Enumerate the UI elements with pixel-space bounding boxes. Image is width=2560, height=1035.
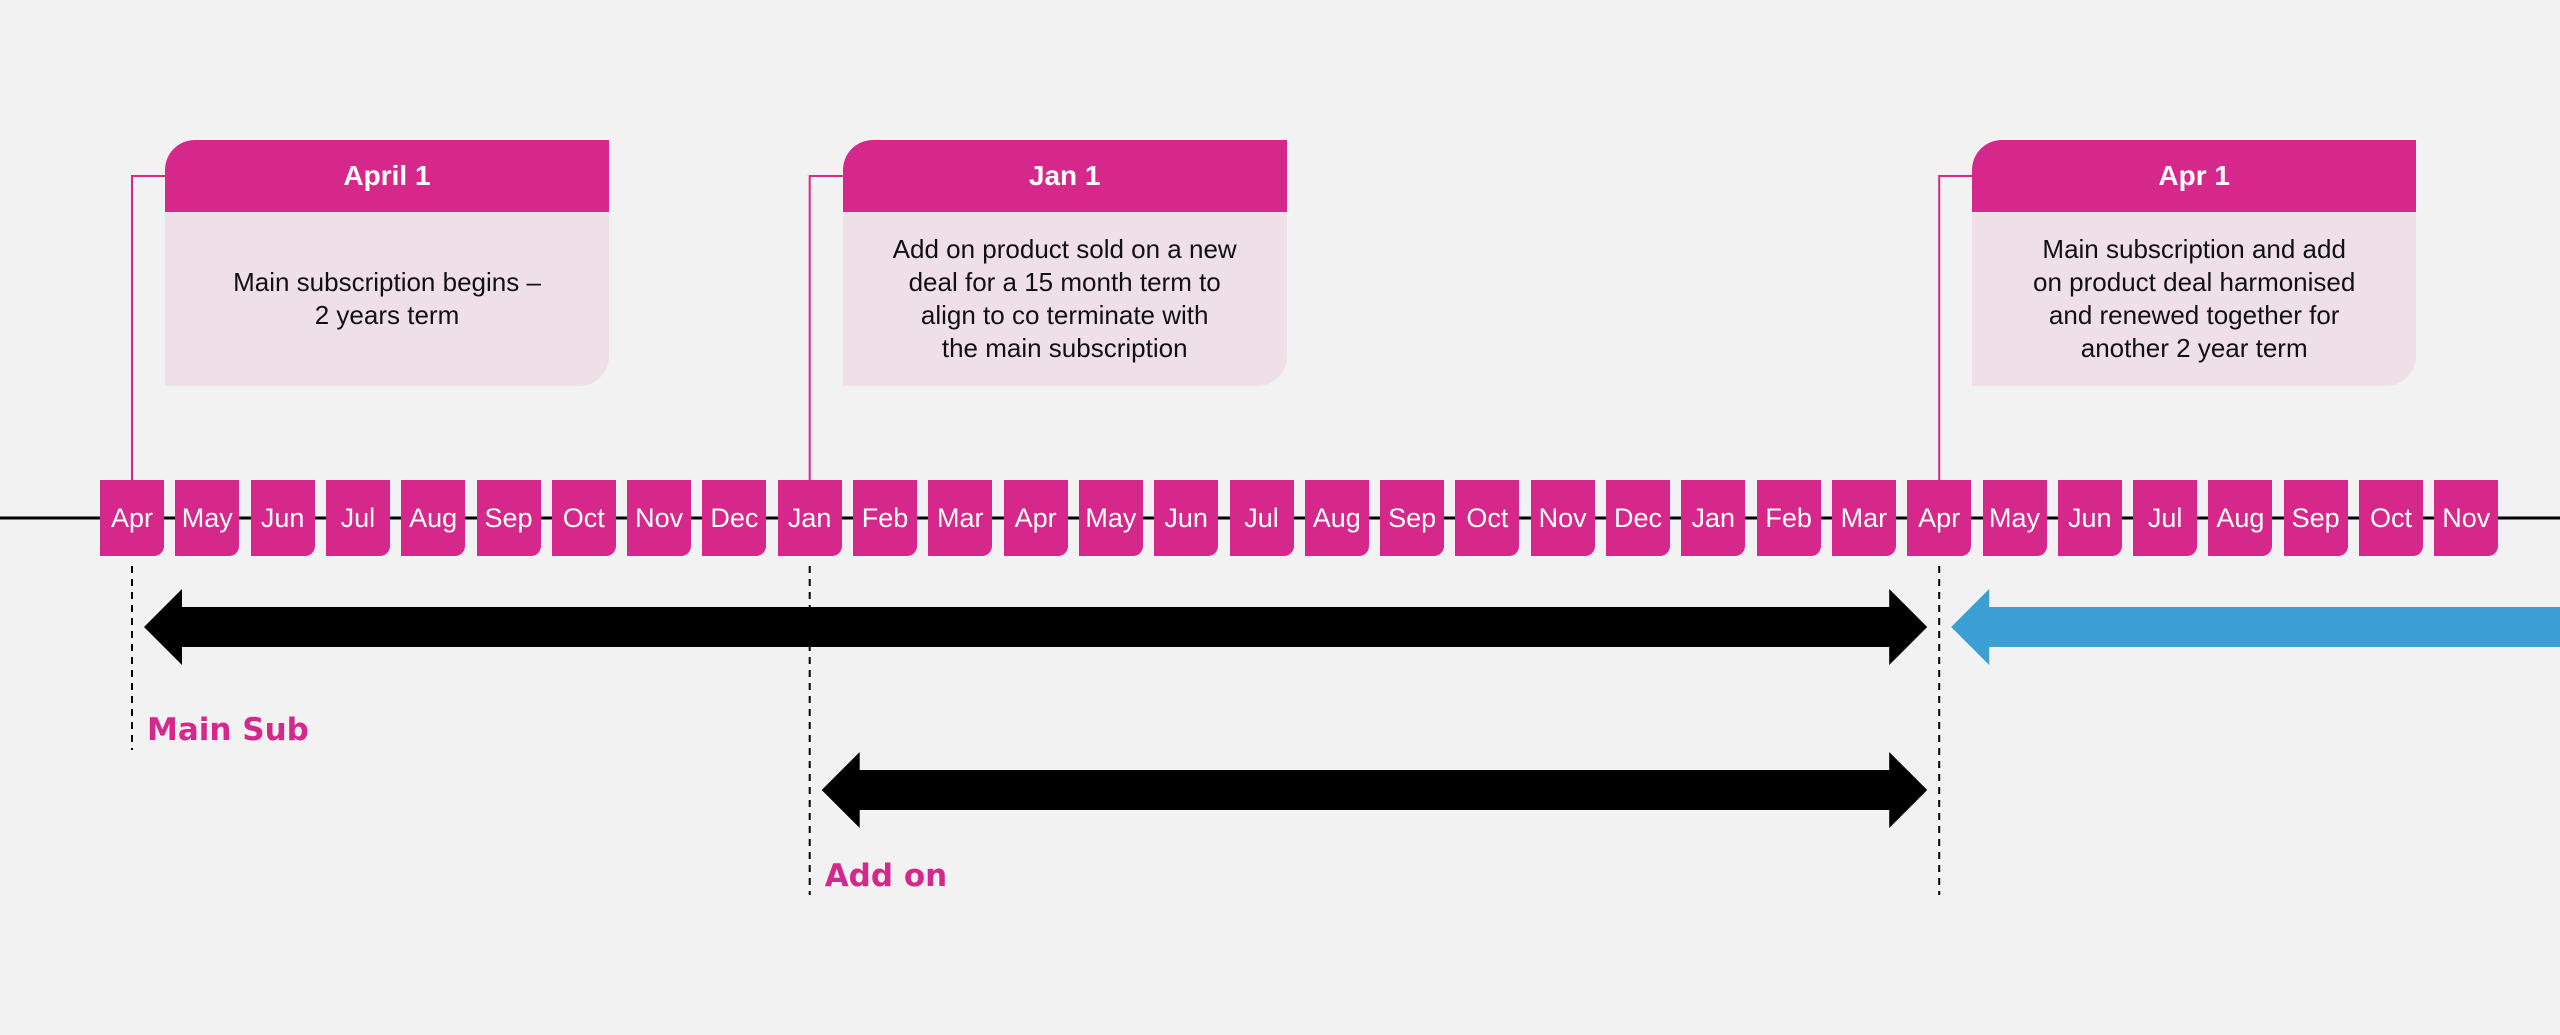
callout-body: Main subscription begins – 2 years term <box>165 212 609 386</box>
month-box: May <box>175 480 240 556</box>
month-box: Dec <box>702 480 767 556</box>
month-box: Jul <box>2133 480 2198 556</box>
month-box: Feb <box>1756 480 1821 556</box>
month-box: Feb <box>853 480 917 556</box>
month-box: Nov <box>2434 480 2499 556</box>
callout-text-line: and renewed together for <box>2048 300 2340 330</box>
month-box: Jan <box>777 480 842 556</box>
renewal-period-arrow <box>1951 589 2560 665</box>
month-box: Mar <box>1831 480 1896 556</box>
month-box: Nov <box>627 480 692 556</box>
callout-jan-1: Jan 1 Add on product sold on a new deal … <box>842 140 1287 386</box>
callout-apr-1: Apr 1 Main subscription and add on produ… <box>1972 140 2417 386</box>
month-box: Jan <box>1681 480 1746 556</box>
month-box: Jul <box>1229 480 1294 556</box>
month-box: May <box>1982 480 2047 556</box>
callout-connector <box>131 175 165 480</box>
main-sub-label: Main Sub <box>147 712 309 748</box>
month-box: Dec <box>1606 480 1670 556</box>
month-box: Nov <box>1530 480 1595 556</box>
callout-connector <box>808 175 843 480</box>
month-box: Mar <box>928 480 993 556</box>
callout-title: Apr 1 <box>1972 140 2417 212</box>
month-box: Sep <box>476 480 541 556</box>
callout-text-line: Add on product sold on a new <box>892 234 1237 264</box>
callout-connector <box>1938 175 1973 480</box>
month-box: Jun <box>2057 480 2122 556</box>
month-box: Aug <box>401 480 466 556</box>
month-box: Sep <box>1380 480 1445 556</box>
month-box: Apr <box>100 480 164 556</box>
callout-text-line: 2 years term <box>314 300 460 330</box>
add-on-label: Add on <box>824 858 948 894</box>
month-box: Oct <box>1455 480 1520 556</box>
month-box: May <box>1078 480 1143 556</box>
callout-title: Jan 1 <box>842 140 1287 212</box>
callout-text-line: deal for a 15 month term to <box>908 267 1221 297</box>
callout-text-line: the main subscription <box>941 333 1188 363</box>
month-box: Apr <box>1907 480 1972 556</box>
month-box: Jul <box>325 480 390 556</box>
callout-text-line: on product deal harmonised <box>2033 267 2356 297</box>
callout-text-line: Main subscription begins – <box>233 267 541 297</box>
period-arrow-add-on <box>821 752 1928 828</box>
callout-text-line: another 2 year term <box>2080 333 2308 363</box>
month-box: Oct <box>551 480 616 556</box>
callout-title: April 1 <box>165 140 609 212</box>
callout-text-line: align to co terminate with <box>920 300 1209 330</box>
month-box: Jun <box>250 480 315 556</box>
callout-text-line: Main subscription and add <box>2042 234 2346 264</box>
period-arrow-main-sub <box>144 589 1928 665</box>
month-box: Oct <box>2359 480 2423 556</box>
month-box: Aug <box>1304 480 1369 556</box>
month-box: Jun <box>1154 480 1219 556</box>
month-box: Sep <box>2283 480 2348 556</box>
month-box: Apr <box>1003 480 1068 556</box>
callout-body: Main subscription and add on product dea… <box>1972 212 2417 386</box>
callout-body: Add on product sold on a new deal for a … <box>842 212 1287 386</box>
callout-april-1: April 1 Main subscription begins – 2 yea… <box>165 140 609 386</box>
month-box: Aug <box>2208 480 2273 556</box>
